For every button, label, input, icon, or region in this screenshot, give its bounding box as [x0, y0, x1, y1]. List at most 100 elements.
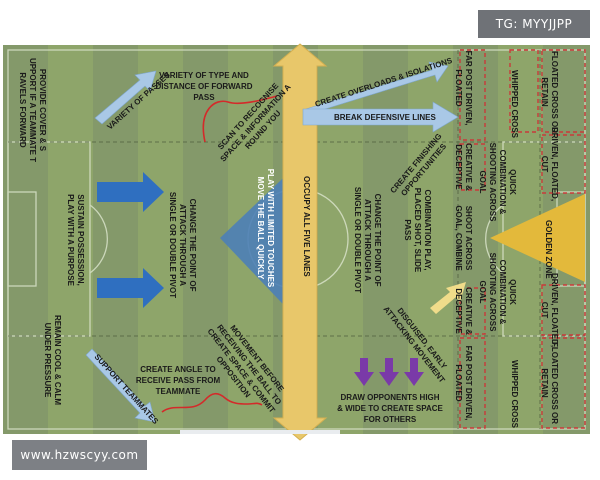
label-far-post-bottom: FAR POST DRIVEN, FLOATED	[454, 346, 473, 421]
sustain-line2: PLAY WITH A PURPOSE	[66, 194, 75, 287]
play-limited-line1: PLAY WITH LIMITED TOUCHES	[266, 169, 275, 288]
variety-type-line1: VARIETY OF TYPE AND	[159, 71, 249, 80]
variety-type-line3: PASS	[193, 93, 215, 102]
break-lines-text: BREAK DEFENSIVE LINES	[334, 113, 436, 122]
golden-zone-text: GOLDEN ZONE	[544, 220, 553, 279]
purple-arrow-2	[379, 358, 399, 386]
label-shoot-across: SHOOT ACROSS GOAL, COMBINE	[454, 205, 473, 271]
purple-arrow-3	[404, 358, 424, 386]
provide-cover-line3: RAVELS FORWARD	[18, 72, 27, 147]
label-floated-top: FLOATED CROSS OR RETAIN	[540, 51, 559, 133]
whipped-top-text: WHIPPED CROSS	[510, 70, 519, 139]
purple-arrows	[354, 358, 424, 386]
center-triangle	[220, 162, 300, 322]
purple-arrow-1	[354, 358, 374, 386]
red-dashed-boxes	[459, 49, 586, 429]
draw-line3: FOR OTHERS	[364, 415, 417, 424]
far-post-bottom-line1: FAR POST DRIVEN,	[464, 346, 473, 421]
golden-zone-triangle	[490, 194, 585, 282]
red-curves	[161, 95, 278, 413]
blue-arrows	[97, 172, 164, 308]
label-quick-combo-top: QUICK COMBINATION & SHOOTING ACROSS GOAL	[478, 143, 517, 222]
floated-bottom-line1: FLOATED CROSS OR	[550, 342, 559, 424]
label-quick-combo-bottom: QUICK COMBINATION & SHOOTING ACROSS GOAL	[478, 253, 517, 332]
arrow-blue-top	[97, 172, 164, 212]
create-angle-line1: CREATE ANGLE TO	[140, 365, 215, 374]
label-change-point-right: CHANGE THE POINT OF ATTACK THROUGH A SIN…	[353, 187, 382, 293]
flow-arrows	[85, 61, 459, 423]
far-post-top-line1: FAR POST DRIVEN,	[464, 51, 473, 126]
red-curve-top	[202, 95, 278, 143]
combination-line3: PASS	[403, 219, 412, 241]
change-right-line3: SINGLE OR DOUBLE PIVOT	[353, 187, 362, 293]
driven-bottom-line1: DRIVEN, FLOATED,	[550, 273, 559, 347]
label-provide-cover: PROVIDE COVER & S UPPORT IF A TEAMMATE T…	[18, 58, 47, 162]
arrow-support-teammates	[85, 348, 156, 423]
driven-bottom-line2: CUT	[540, 302, 549, 319]
draw-line2: & WIDE TO CREATE SPACE	[337, 404, 443, 413]
label-draw-opponents: DRAW OPPONENTS HIGH & WIDE TO CREATE SPA…	[337, 393, 443, 424]
whipped-bottom-text: WHIPPED CROSS	[510, 360, 519, 429]
label-change-point-left: CHANGE THE POINT OF ATTACK THROUGH A SIN…	[168, 192, 197, 298]
create-angle-line3: TEAMMATE	[156, 387, 201, 396]
change-right-line1: CHANGE THE POINT OF	[373, 194, 382, 287]
occupy-lanes-text: OCCUPY ALL FIVE LANES	[302, 176, 311, 277]
watermark-tg: TG: MYYJJPP	[478, 10, 590, 38]
creative-top-line1: CREATIVE &	[464, 143, 473, 191]
creative-bottom-line1: CREATIVE &	[464, 287, 473, 335]
far-post-top-line2: FLOATED	[454, 69, 463, 106]
sustain-line1: SUSTAIN POSSESSION,	[76, 194, 85, 285]
label-play-limited: PLAY WITH LIMITED TOUCHES MOVE THE BALL …	[256, 169, 275, 288]
bottom-band	[180, 430, 340, 434]
remain-line1: REMAIN COOL & CALM	[53, 315, 62, 405]
play-limited-line2: MOVE THE BALL QUICKLY	[256, 177, 265, 280]
change-left-line1: CHANGE THE POINT OF	[188, 199, 197, 292]
quick-top-line2: COMBINATION &	[498, 150, 507, 215]
shoot-line1: SHOOT ACROSS	[464, 206, 473, 271]
change-left-line2: ATTACK THROUGH A	[178, 204, 187, 286]
creative-top-line2: DECEPTIVE	[454, 144, 463, 190]
floated-bottom-line2: RETAIN	[540, 368, 549, 397]
floated-top-line2: RETAIN	[540, 77, 549, 106]
label-combination-play: COMBINATION PLAY, PLACED SHOT, SLIDE PAS…	[403, 188, 432, 273]
quick-bottom-line2: COMBINATION &	[498, 260, 507, 325]
creative-bottom-line2: DECEPTIVE	[454, 288, 463, 334]
provide-cover-line1: PROVIDE COVER & S	[38, 69, 47, 152]
quick-bottom-line3: SHOOTING ACROSS	[488, 253, 497, 332]
combination-line1: COMBINATION PLAY,	[423, 190, 432, 271]
label-remain-calm: REMAIN COOL & CALM UNDER PRESSURE	[43, 315, 62, 405]
quick-top-line3: SHOOTING ACROSS	[488, 143, 497, 222]
label-driven-bottom: DRIVEN, FLOATED, CUT	[540, 273, 559, 347]
draw-line1: DRAW OPPONENTS HIGH	[340, 393, 439, 402]
quick-top-line4: GOAL	[478, 170, 487, 193]
combination-line2: PLACED SHOT, SLIDE	[413, 188, 422, 273]
label-driven-top: DRIVEN, FLOATED, CUT	[540, 127, 559, 201]
label-variety-type: VARIETY OF TYPE AND DISTANCE OF FORWARD …	[155, 71, 252, 102]
quick-bottom-line4: GOAL	[478, 280, 487, 303]
provide-cover-line2: UPPORT IF A TEAMMATE T	[28, 58, 37, 162]
create-angle-line2: RECEIVE PASS FROM	[136, 376, 221, 385]
label-creative-top: CREATIVE & DECEPTIVE	[454, 143, 473, 191]
occupy-lanes-arrow	[272, 43, 328, 441]
quick-bottom-line1: QUICK	[508, 279, 517, 305]
shoot-line2: GOAL, COMBINE	[454, 205, 463, 271]
arrow-break-lines	[302, 101, 459, 133]
quick-top-line1: QUICK	[508, 169, 517, 195]
variety-type-line2: DISTANCE OF FORWARD	[155, 82, 252, 91]
arrow-blue-bottom	[97, 268, 164, 308]
change-left-line3: SINGLE OR DOUBLE PIVOT	[168, 192, 177, 298]
arrow-yellow-diagonal	[430, 282, 466, 314]
driven-top-line1: DRIVEN, FLOATED,	[550, 127, 559, 201]
label-create-angle: CREATE ANGLE TO RECEIVE PASS FROM TEAMMA…	[136, 365, 221, 396]
floated-top-line1: FLOATED CROSS OR	[550, 51, 559, 133]
label-creative-bottom: CREATIVE & DECEPTIVE	[454, 287, 473, 335]
remain-line2: UNDER PRESSURE	[43, 323, 52, 398]
far-post-bottom-line2: FLOATED	[454, 364, 463, 401]
label-far-post-top: FAR POST DRIVEN, FLOATED	[454, 51, 473, 126]
arrow-variety-of-passes	[94, 70, 157, 125]
arrow-create-overloads	[305, 61, 449, 115]
change-right-line2: ATTACK THROUGH A	[363, 199, 372, 281]
red-curve-bottom	[161, 392, 263, 413]
watermark-url: www.hzwscyy.com	[12, 440, 147, 470]
